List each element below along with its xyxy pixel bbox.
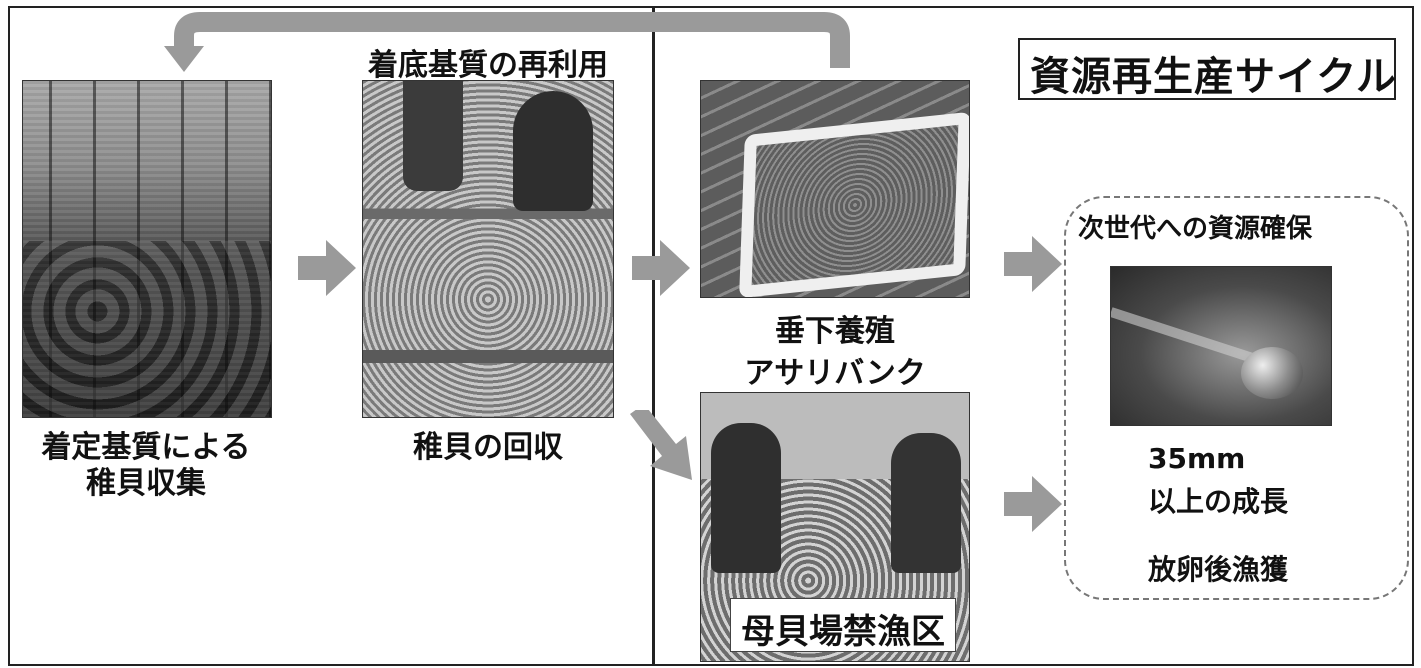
photo3-caption: 垂下養殖 (775, 314, 895, 349)
resource-panel (1064, 196, 1409, 600)
clam-photo (1110, 266, 1332, 426)
diagonal-arrow-icon (630, 410, 692, 480)
right-arrow-icon (1004, 236, 1062, 292)
size-label: 35mm (1148, 442, 1246, 475)
photo4-top-caption: アサリバンク (744, 356, 926, 391)
photo4-bottom-caption: 母貝場禁漁区 (741, 612, 945, 652)
growth-label: 以上の成長 (1148, 485, 1289, 518)
right-arrow-icon (1004, 476, 1062, 532)
sieving-photo (362, 80, 614, 418)
resource-panel-title: 次世代への資源確保 (1078, 214, 1313, 244)
right-arrow-icon (632, 240, 690, 296)
photo1-caption-line1: 着定基質による (41, 430, 251, 465)
photo2-top-caption: 着底基質の再利用 (368, 48, 608, 83)
tidal-flat-photo (22, 80, 272, 418)
center-divider (652, 6, 655, 666)
cycle-title-box (1018, 38, 1396, 100)
harvest-label: 放卵後漁獲 (1148, 553, 1289, 586)
photo2-bottom-caption: 稚貝の回収 (413, 430, 563, 465)
photo1-caption-line2: 稚貝収集 (86, 466, 206, 501)
cycle-title: 資源再生産サイクル (1030, 54, 1397, 100)
closed-area-label-box (730, 598, 956, 652)
right-arrow-icon (298, 240, 356, 296)
hanging-culture-photo (700, 80, 970, 298)
diagram-frame (8, 6, 1414, 666)
return-arrow-icon (164, 12, 850, 72)
